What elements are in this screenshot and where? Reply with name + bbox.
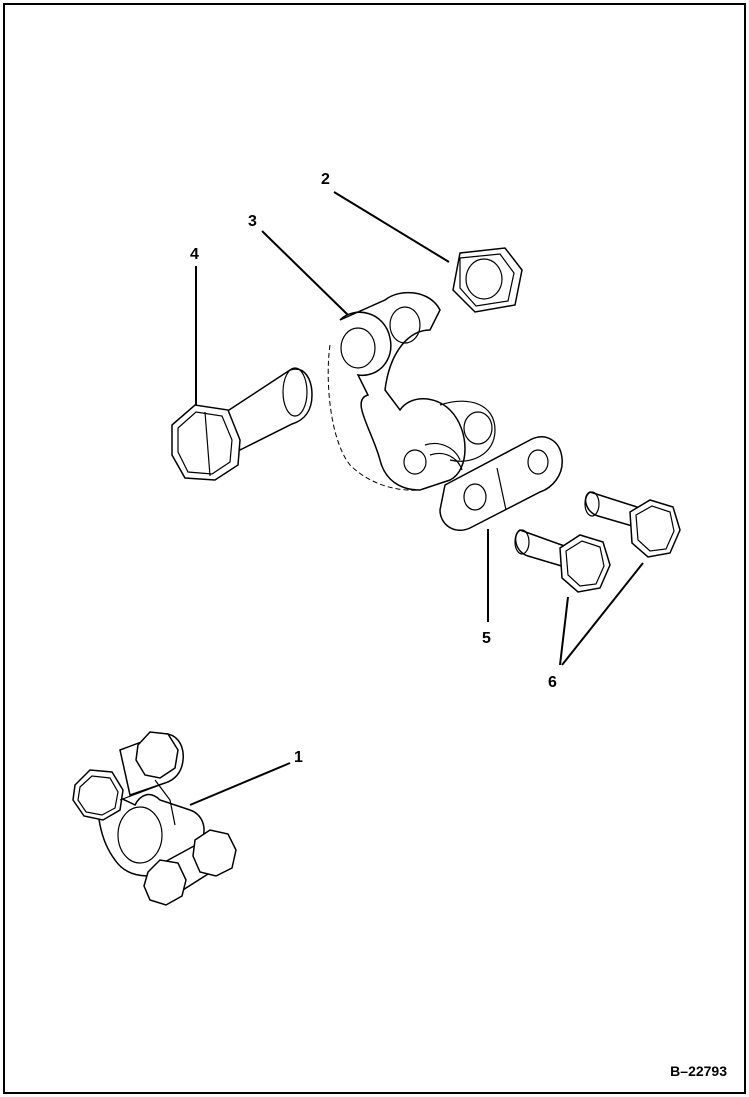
figure-id: B–22793 xyxy=(670,1063,727,1079)
hex-bolt-part-6a xyxy=(514,529,611,593)
callout-5: 5 xyxy=(482,630,491,647)
diagram-frame xyxy=(3,3,746,1094)
callout-2: 2 xyxy=(321,171,330,188)
callout-6: 6 xyxy=(548,674,557,691)
leader-line-6a xyxy=(559,596,569,666)
assembled-terminal-part-1 xyxy=(72,731,237,906)
leader-line-1 xyxy=(189,762,291,806)
leader-line-3 xyxy=(261,230,349,316)
hex-bolt-part-4 xyxy=(171,367,313,481)
callout-4: 4 xyxy=(190,246,199,263)
leader-line-6b xyxy=(561,562,644,666)
leader-line-2 xyxy=(333,191,450,263)
hex-nut-part-2 xyxy=(452,247,523,313)
connector-plate-part-5 xyxy=(439,436,563,531)
terminal-clamp-part-3 xyxy=(327,291,496,491)
hex-bolt-part-6b xyxy=(584,491,681,558)
callout-1: 1 xyxy=(294,749,303,766)
callout-3: 3 xyxy=(248,213,257,230)
